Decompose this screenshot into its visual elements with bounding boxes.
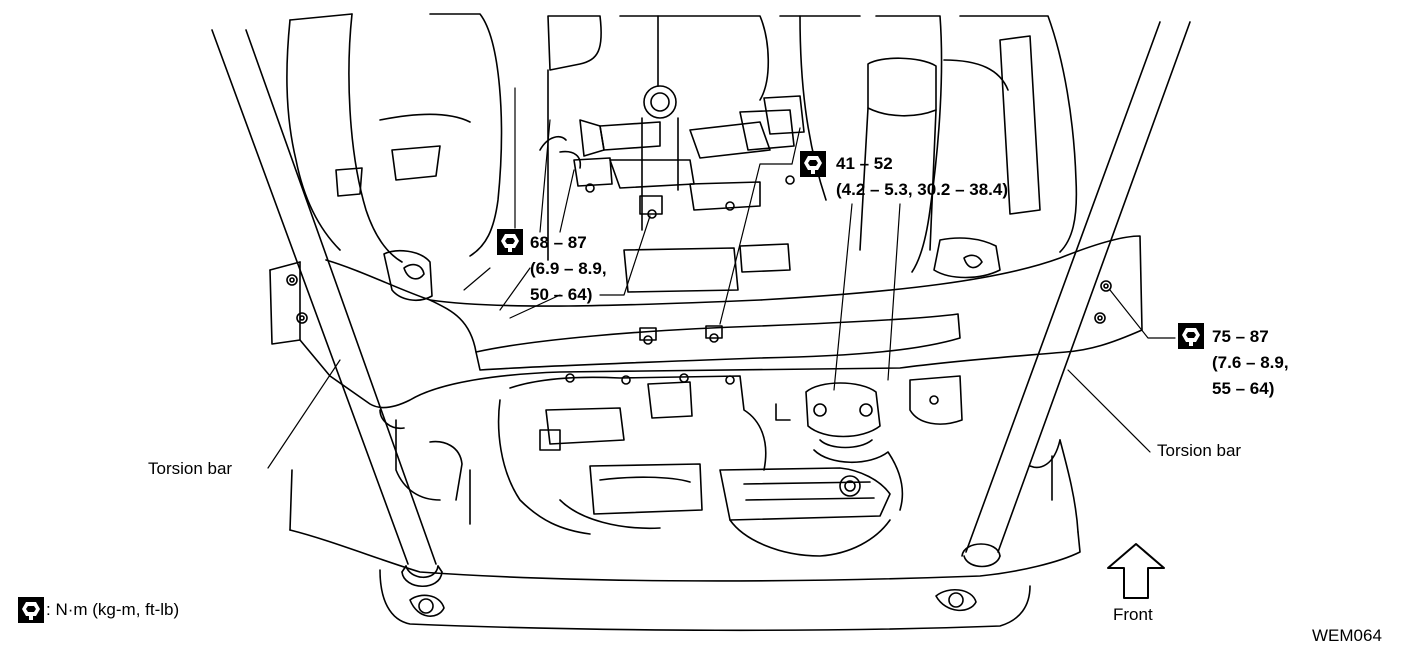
torsion-bar-label-left: Torsion bar [148,459,233,478]
engine-block-outline [286,13,1078,279]
torque-wrench-icon [800,151,826,177]
leader-lines [267,87,1176,469]
torque-wrench-icon [18,597,44,623]
torque-value-top-right: 41 – 52 [836,154,893,173]
torque-units-right-line2: 55 – 64) [1212,379,1275,398]
torque-units-center-left-line1: (6.9 – 8.9, [530,259,607,278]
torsion-bar-label-right: Torsion bar [1157,441,1242,460]
torque-units-center-left-line2: 50 – 64) [530,285,593,304]
torque-units-top-right: (4.2 – 5.3, 30.2 – 38.4) [836,180,1009,199]
front-label: Front [1113,605,1153,624]
transmission-case [497,373,963,557]
torque-unit-legend: : N·m (kg-m, ft-lb) [46,600,180,619]
torque-value-right: 75 – 87 [1212,327,1269,346]
shift-linkage [539,15,805,293]
torque-wrench-icon [1178,323,1204,349]
torsion-bar-right [961,21,1191,568]
figure-code: WEM064 [1312,626,1382,645]
rear-frame [289,439,1081,632]
torque-wrench-icon [497,229,523,255]
left-side-brackets [379,249,471,525]
front-crossmember [269,235,1143,409]
torque-units-right-line1: (7.6 – 8.9, [1212,353,1289,372]
front-arrow-icon [1107,543,1165,599]
torque-value-center-left: 68 – 87 [530,233,587,252]
torsion-bar-left [211,29,443,587]
